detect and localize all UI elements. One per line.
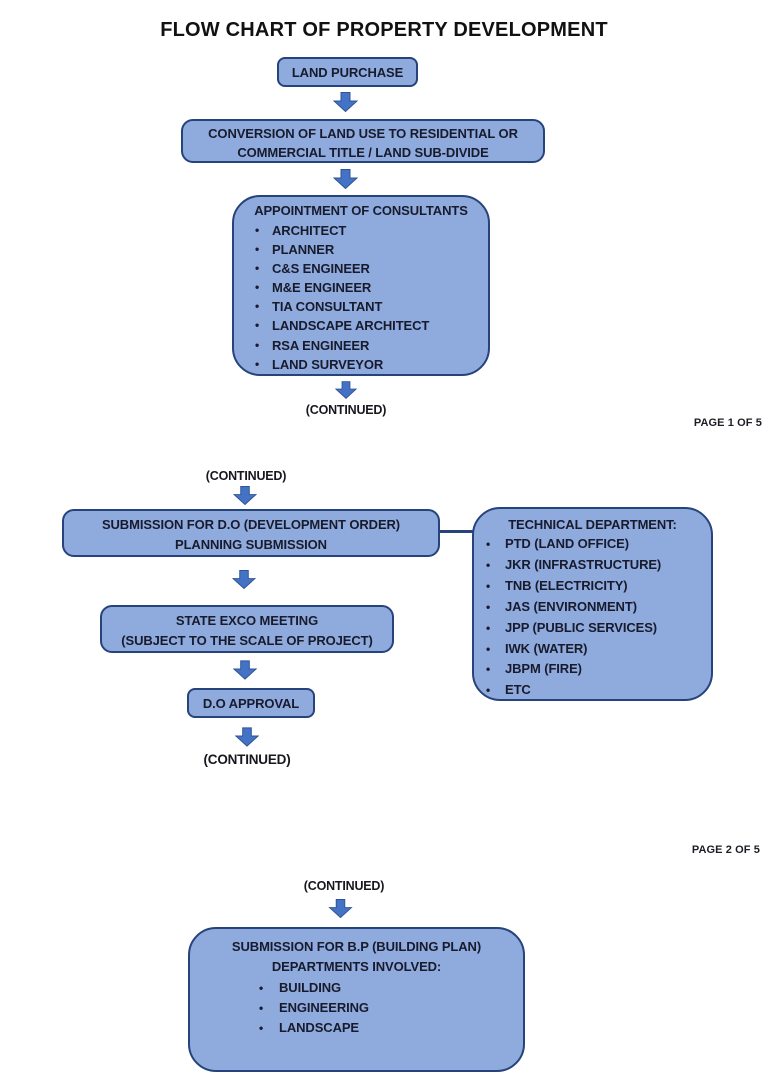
node-label-line: SUBMISSION FOR B.P (BUILDING PLAN) — [231, 939, 482, 954]
arrow-down-icon — [332, 92, 359, 113]
bullet-item: TIA CONSULTANT — [255, 297, 488, 316]
node-appointment-of-consultants: APPOINTMENT OF CONSULTANTS ARCHITECTPLAN… — [232, 195, 490, 376]
bullet-item: JPP (PUBLIC SERVICES) — [486, 618, 711, 639]
node-label-line: (SUBJECT TO THE SCALE OF PROJECT) — [121, 633, 373, 648]
page-title: FLOW CHART OF PROPERTY DEVELOPMENT — [160, 19, 608, 41]
arrow-down-icon — [234, 727, 260, 747]
bullet-item: ENGINEERING — [259, 998, 523, 1018]
continued-label: (CONTINUED) — [205, 469, 287, 483]
arrow-down-icon — [332, 169, 359, 190]
bullet-item: JKR (INFRASTRUCTURE) — [486, 555, 711, 576]
node-label-line: CONVERSION OF LAND USE TO RESIDENTIAL OR — [208, 126, 518, 141]
bullet-item: ARCHITECT — [255, 221, 488, 240]
node-submission-for-bp: SUBMISSION FOR B.P (BUILDING PLAN) DEPAR… — [188, 927, 525, 1072]
node-label: LAND PURCHASE — [291, 64, 404, 80]
arrow-down-icon — [232, 486, 258, 506]
bullet-item: TNB (ELECTRICITY) — [486, 576, 711, 597]
consultants-list: ARCHITECTPLANNERC&S ENGINEERM&E ENGINEER… — [234, 221, 488, 374]
arrow-down-icon — [328, 899, 353, 919]
node-state-exco-meeting: STATE EXCO MEETING (SUBJECT TO THE SCALE… — [100, 605, 394, 653]
bullet-item: LANDSCAPE — [259, 1018, 523, 1038]
node-label-line: DEPARTMENTS INVOLVED: — [271, 959, 442, 974]
node-label: D.O APPROVAL — [202, 695, 300, 711]
node-technical-department: TECHNICAL DEPARTMENT: PTD (LAND OFFICE)J… — [472, 507, 713, 701]
page-number-label: PAGE 2 OF 5 — [691, 844, 760, 856]
arrow-down-icon — [232, 660, 258, 680]
bullet-item: IWK (WATER) — [486, 639, 711, 660]
bullet-item: C&S ENGINEER — [255, 259, 488, 278]
bullet-item: BUILDING — [259, 978, 523, 998]
node-label-line: PLANNING SUBMISSION — [175, 537, 327, 552]
node-heading: APPOINTMENT OF CONSULTANTS — [254, 203, 468, 218]
document-canvas: FLOW CHART OF PROPERTY DEVELOPMENT LAND … — [0, 0, 768, 1024]
bullet-item: PLANNER — [255, 240, 488, 259]
node-label-line: SUBMISSION FOR D.O (DEVELOPMENT ORDER) — [101, 517, 401, 532]
node-land-purchase: LAND PURCHASE — [277, 57, 418, 87]
page-number-label: PAGE 1 OF 5 — [693, 417, 762, 429]
arrow-down-icon — [334, 381, 358, 399]
continued-label: (CONTINUED) — [303, 879, 385, 893]
bp-departments-list: BUILDINGENGINEERINGLANDSCAPE — [190, 978, 523, 1039]
continued-label: (CONTINUED) — [203, 752, 291, 767]
node-do-approval: D.O APPROVAL — [187, 688, 315, 718]
bullet-item: JAS (ENVIRONMENT) — [486, 597, 711, 618]
connector-line — [440, 530, 473, 533]
arrow-down-icon — [231, 570, 257, 590]
bullet-item: LANDSCAPE ARCHITECT — [255, 316, 488, 335]
continued-label: (CONTINUED) — [305, 403, 387, 417]
node-conversion-of-land-use: CONVERSION OF LAND USE TO RESIDENTIAL OR… — [181, 119, 545, 163]
bullet-item: RSA ENGINEER — [255, 336, 488, 355]
node-heading: TECHNICAL DEPARTMENT: — [508, 517, 677, 532]
technical-departments-list: PTD (LAND OFFICE)JKR (INFRASTRUCTURE)TNB… — [474, 534, 711, 701]
bullet-item: M&E ENGINEER — [255, 278, 488, 297]
bullet-item: ETC — [486, 680, 711, 701]
bullet-item: PTD (LAND OFFICE) — [486, 534, 711, 555]
node-submission-for-do: SUBMISSION FOR D.O (DEVELOPMENT ORDER) P… — [62, 509, 440, 557]
node-label-line: COMMERCIAL TITLE / LAND SUB-DIVIDE — [237, 145, 489, 160]
bullet-item: LAND SURVEYOR — [255, 355, 488, 374]
node-label-line: STATE EXCO MEETING — [175, 613, 319, 628]
bullet-item: JBPM (FIRE) — [486, 659, 711, 680]
